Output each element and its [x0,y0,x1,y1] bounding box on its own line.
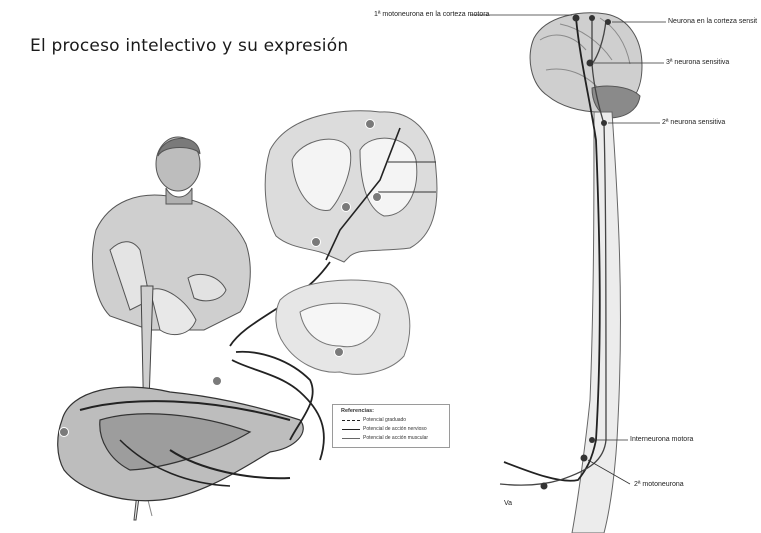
label-interneuron: Interneurona motora [630,436,693,443]
label-va: Va [504,500,512,507]
brain [530,13,642,118]
label-cortex-neuron: Neurona en la corteza sensit [668,18,757,25]
label-sensory-neuron-2: 2ª neurona sensitiva [662,119,725,126]
label-motor-neuron-2: 2ª motoneurona [634,481,684,488]
label-motor-neuron-1: 1ª motoneurona en la corteza motora [374,11,489,18]
spinal-cord [572,112,620,533]
label-sensory-neuron-3: 3ª neurona sensitiva [666,59,729,66]
